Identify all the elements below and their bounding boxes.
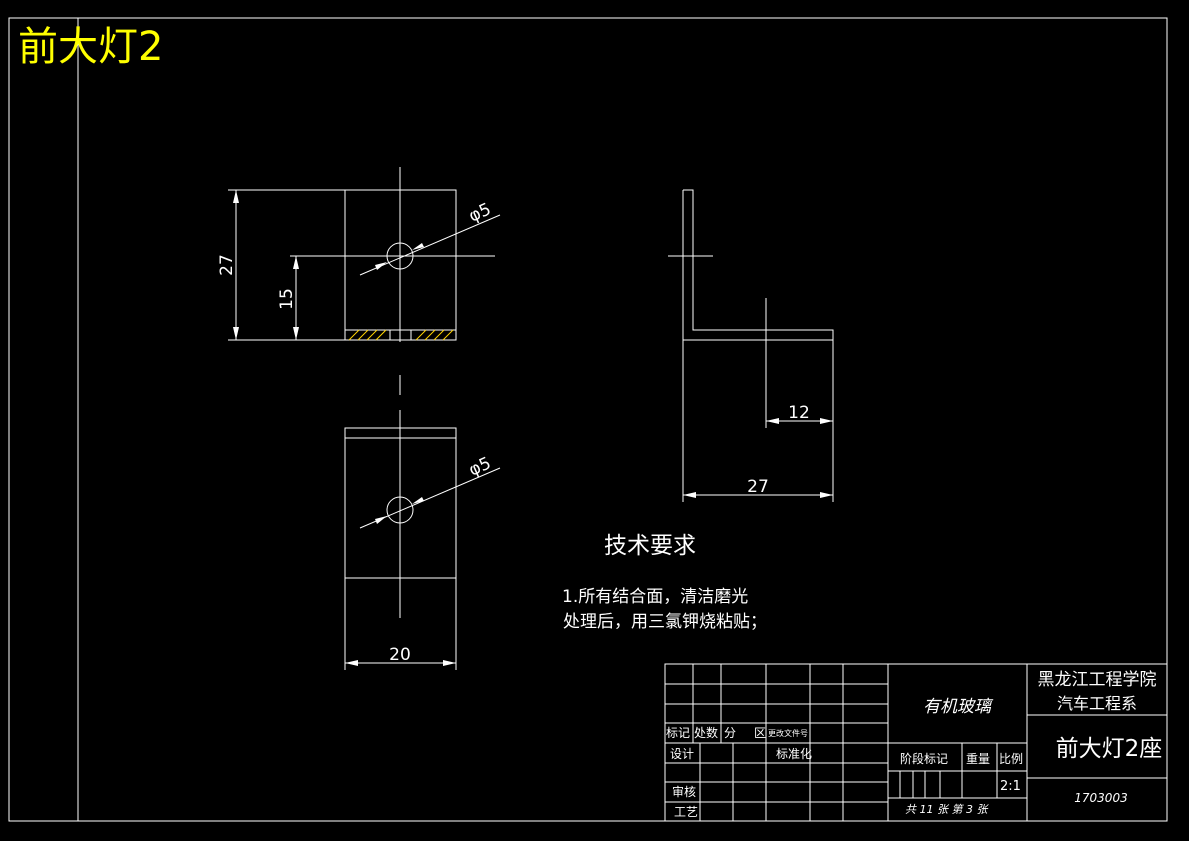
rev-count-label: 处数: [694, 725, 718, 740]
material-text: 有机玻璃: [923, 697, 994, 717]
top-hole-dim: φ5: [466, 453, 494, 480]
side-view-outline: [682, 189, 834, 341]
technical-requirements: 技术要求 1.所有结合面，清洁磨光 处理后，用三氯钾烧粘贴；: [562, 533, 767, 632]
review-label: 审核: [672, 784, 696, 799]
outer-frame: [8, 17, 1168, 822]
rev-doc-label: 更改文件号: [768, 728, 808, 738]
scale-value: 2:1: [1000, 779, 1021, 794]
dim-height-27: 27: [217, 254, 237, 276]
design-label: 设计: [670, 747, 694, 761]
side-view: 12 27: [668, 189, 834, 502]
drawing-frame: [77, 17, 1168, 822]
front-view: φ5 27 15: [217, 167, 501, 395]
part-name: 前大灯2座: [1056, 736, 1163, 762]
tech-req-line2: 处理后，用三氯钾烧粘贴；: [563, 612, 767, 632]
title-block: 标记 处数 分 区 更改文件号 设计 标准化 审核 工艺 有机玻璃 阶段标记 重…: [664, 663, 1168, 822]
school-name: 黑龙江工程学院: [1038, 670, 1157, 690]
dim-width-20: 20: [389, 645, 411, 665]
dim-length-27: 27: [747, 477, 769, 497]
standardize-label: 标准化: [776, 747, 812, 761]
stage-mark-label: 阶段标记: [900, 751, 948, 766]
rev-mark-label: 标记: [666, 726, 690, 740]
drawing-title: 前大灯2: [18, 24, 163, 70]
dim-flange-12: 12: [788, 403, 810, 423]
scale-label: 比例: [999, 752, 1023, 766]
sheet-count: 共 11 张 第 3 张: [905, 803, 989, 816]
front-hole-dim: φ5: [466, 199, 494, 226]
process-label: 工艺: [674, 805, 698, 819]
top-view: φ5 20: [344, 410, 501, 670]
tech-req-heading: 技术要求: [604, 533, 696, 559]
rev-partition-label: 分: [724, 726, 736, 740]
weight-label: 重量: [966, 752, 990, 766]
department-name: 汽车工程系: [1057, 694, 1137, 713]
drawing-number: 1703003: [1074, 791, 1127, 805]
rev-zone-label: 区: [754, 726, 766, 740]
dim-height-15: 15: [277, 288, 297, 310]
section-hatch: [348, 329, 454, 341]
tech-req-line1: 1.所有结合面，清洁磨光: [562, 587, 748, 607]
